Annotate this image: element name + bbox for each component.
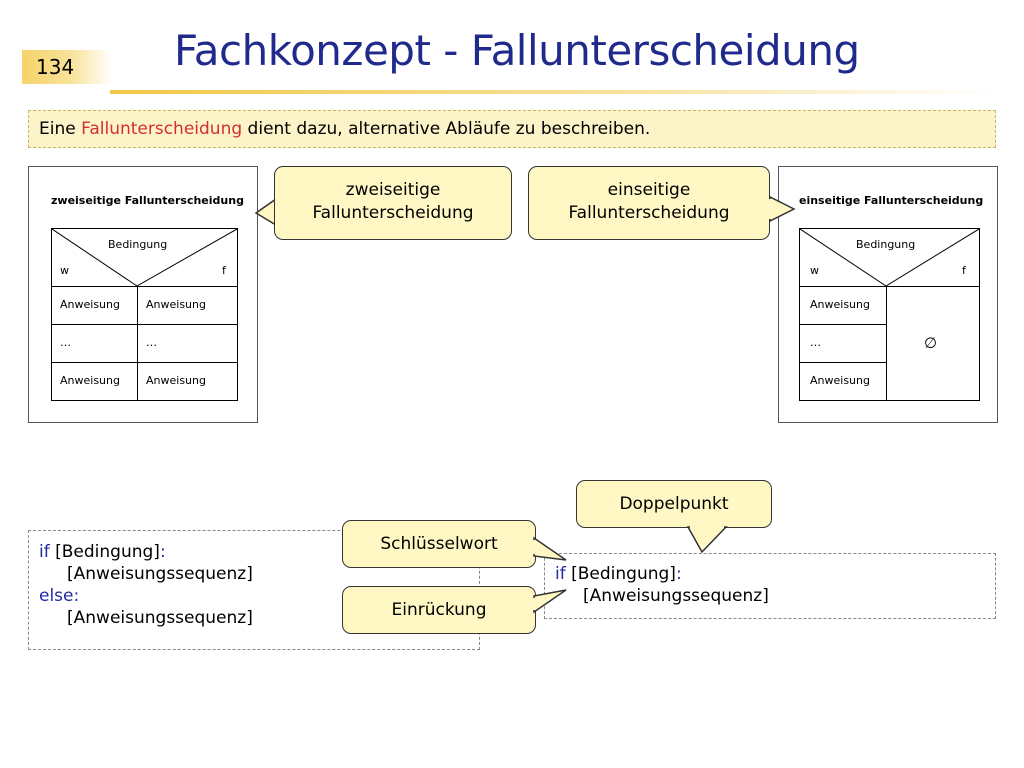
callout-indent: Einrückung [342, 586, 536, 634]
callout-two-sided-line1: zweiseitige [345, 180, 441, 200]
intro-before: Eine [39, 119, 82, 139]
callout-colon-text: Doppelpunkt [619, 494, 729, 514]
statement-cell: Anweisung [146, 298, 206, 311]
code-colon: : [675, 564, 682, 584]
one-sided-diagram-panel: einseitige Fallunterscheidung Bedingung … [778, 166, 998, 423]
code-line-if: if [Bedingung]: [39, 541, 479, 563]
callout-one-sided-line2: Fallunterscheidung [568, 203, 730, 223]
statement-cell: Anweisung [60, 298, 120, 311]
two-sided-diagram-title: zweiseitige Fallunterscheidung [51, 194, 244, 207]
statement-cell: Anweisung [60, 374, 120, 387]
condition-triangle [800, 229, 979, 286]
one-sided-structogram: Bedingung w f Anweisung … Anweisung ∅ [799, 228, 980, 401]
code-one-sided: if [Bedingung]: [Anweisungssequenz] [544, 553, 996, 619]
callout-keyword-text: Schlüsselwort [380, 534, 498, 554]
condition-label: Bedingung [108, 238, 168, 251]
intro-highlight: Fallunterscheidung [81, 119, 243, 139]
code-body: [Anweisungssequenz] [67, 564, 253, 584]
callout-two-sided-line2: Fallunterscheidung [312, 203, 474, 223]
false-label: f [962, 264, 966, 277]
code-colon: : [159, 542, 166, 562]
statement-cell: Anweisung [146, 374, 206, 387]
code-body: [Anweisungssequenz] [67, 608, 253, 628]
code-condition: [Bedingung] [49, 542, 160, 562]
keyword-else: else [39, 586, 74, 606]
callout-pointer [532, 589, 567, 614]
intro-text: Eine Fallunterscheidung dient dazu, alte… [28, 110, 996, 148]
code-line-if: if [Bedingung]: [555, 563, 995, 585]
callout-one-sided: einseitige Fallunterscheidung [528, 166, 770, 240]
page-title: Fachkonzept - Fallunterscheidung [174, 26, 860, 75]
callout-colon: Doppelpunkt [576, 480, 772, 528]
two-sided-structogram: Bedingung w f Anweisung Anweisung … … An… [51, 228, 238, 401]
callout-two-sided: zweiseitige Fallunterscheidung [274, 166, 512, 240]
page-number: 134 [22, 50, 112, 84]
callout-pointer [686, 525, 728, 554]
condition-triangle [52, 229, 237, 286]
statement-cell: Anweisung [810, 374, 870, 387]
empty-set-symbol: ∅ [924, 334, 938, 352]
two-sided-diagram-panel: zweiseitige Fallunterscheidung Bedingung… [28, 166, 258, 423]
intro-after: dient dazu, alternative Abläufe zu besch… [242, 119, 651, 139]
true-label: w [60, 264, 69, 277]
title-underline [110, 90, 998, 94]
callout-one-sided-line1: einseitige [607, 180, 691, 200]
condition-label: Bedingung [856, 238, 916, 251]
callout-pointer [768, 195, 796, 223]
ellipsis-cell: … [810, 336, 821, 349]
ellipsis-cell: … [146, 336, 157, 349]
callout-keyword: Schlüsselwort [342, 520, 536, 568]
false-label: f [222, 264, 226, 277]
one-sided-diagram-title: einseitige Fallunterscheidung [799, 194, 984, 207]
keyword-if: if [555, 564, 566, 584]
statement-cell: Anweisung [810, 298, 870, 311]
code-colon: : [73, 586, 80, 606]
keyword-if: if [39, 542, 50, 562]
true-label: w [810, 264, 819, 277]
code-body: [Anweisungssequenz] [583, 586, 769, 606]
code-condition: [Bedingung] [565, 564, 676, 584]
callout-indent-text: Einrückung [391, 600, 487, 620]
ellipsis-cell: … [60, 336, 71, 349]
callout-pointer [532, 536, 567, 561]
code-line-else: else: [39, 585, 479, 607]
